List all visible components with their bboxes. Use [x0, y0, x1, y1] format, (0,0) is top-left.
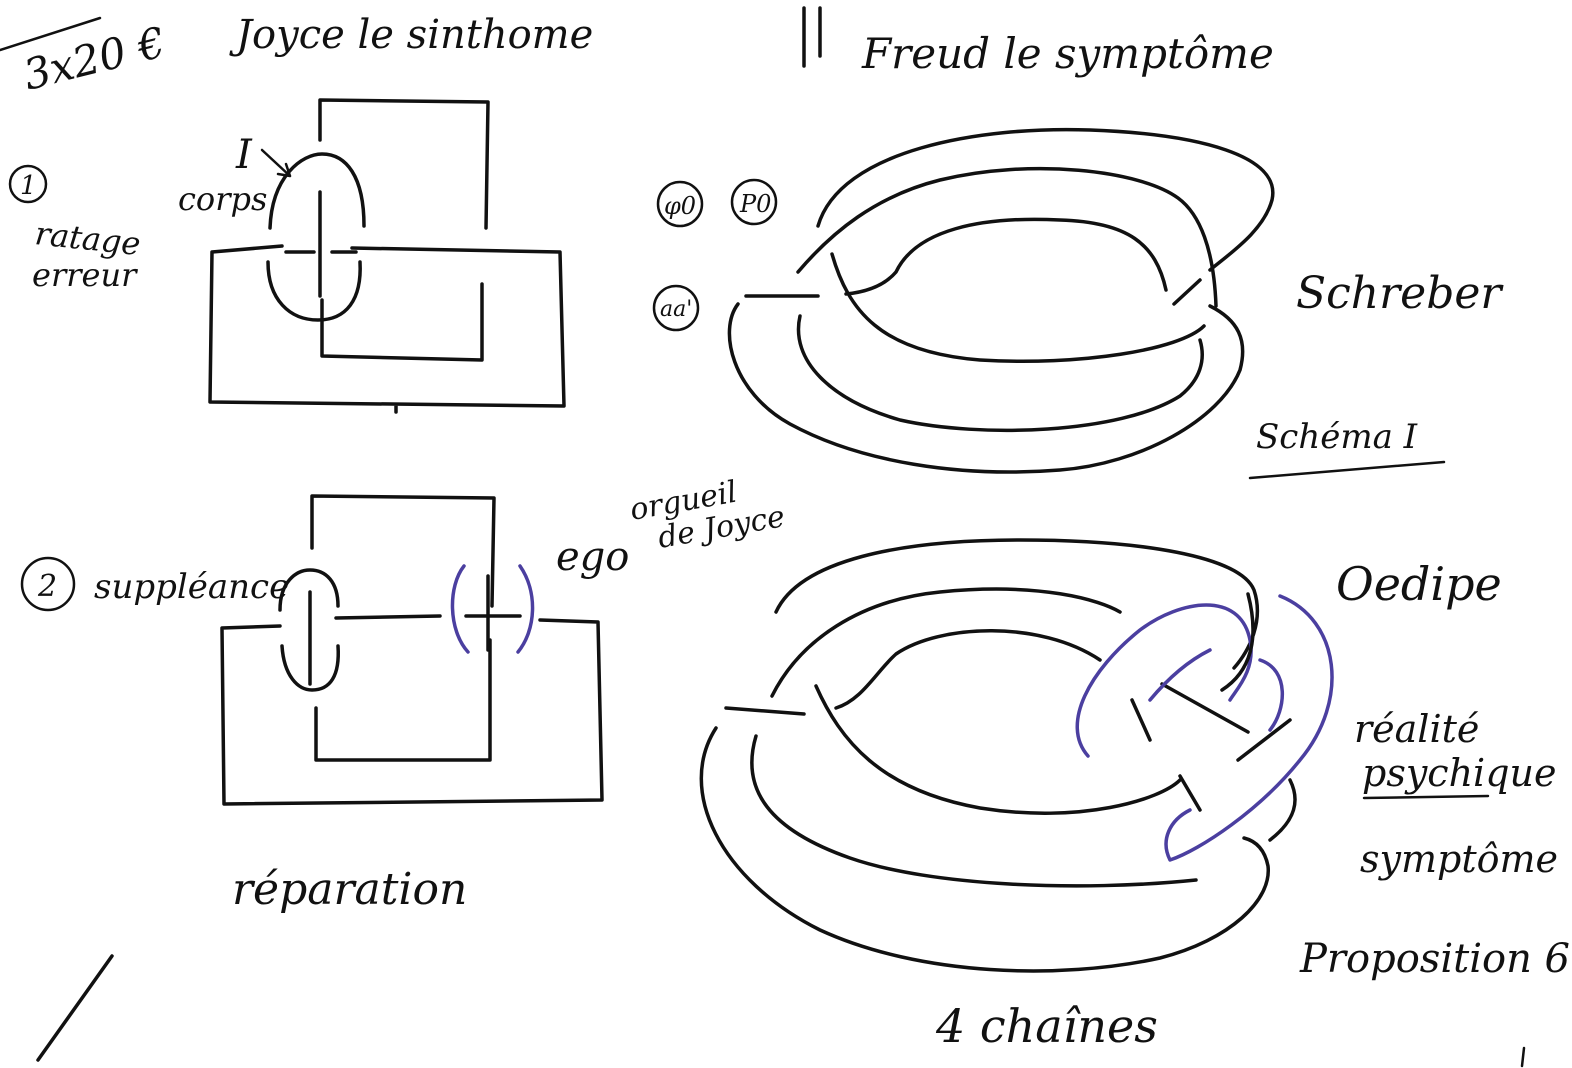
knot-top-cross [1172, 278, 1202, 306]
knot-top-inner-a [796, 166, 1218, 308]
knot-top-inner-b [830, 252, 1206, 363]
diagram-2-ego-ring-right [516, 564, 535, 654]
knot-bottom-right-arc [1220, 592, 1297, 842]
diagram-2-frame [220, 494, 604, 806]
knot-bottom-inner-b [814, 684, 1182, 815]
knot-bottom-blue-ring-b [1148, 648, 1212, 702]
knot-bottom-note-line3: symptôme [1360, 837, 1558, 881]
knot-top-ref: Schéma I [1256, 417, 1418, 457]
knot-top-lower-a [727, 294, 1245, 474]
knot-bottom-cross-1 [1130, 682, 1292, 812]
knot-oedipe: Oedipe réalité psychique symptôme 4 chaî… [699, 538, 1572, 1053]
knot-bottom-note-underline [1362, 794, 1490, 800]
knot-bottom-blue-ring-c [1164, 594, 1334, 862]
diagram-1-note-line2: erreur [32, 256, 138, 294]
knot-bottom-caption: 4 chaînes [935, 999, 1158, 1053]
separator-mark [802, 6, 822, 68]
knot-bottom-lower-a [699, 706, 1270, 973]
knot-bottom-blue-ring-d [1258, 658, 1284, 732]
diagram-2-number: 2 [37, 569, 57, 604]
knot-top-lower-b [796, 314, 1204, 433]
corner-rule [0, 16, 102, 52]
knot-top-name: Schreber [1296, 268, 1504, 319]
diagram-1: 1 ratage erreur I corps [8, 98, 566, 414]
knot-label-p: P0 [739, 190, 771, 218]
knot-top-hole [844, 217, 1168, 296]
knot-top-outer [816, 127, 1275, 272]
title-left: Joyce le sinthome [229, 12, 593, 58]
knot-label-aa: aa' [660, 297, 692, 322]
knot-bottom-outer [774, 538, 1260, 670]
diagram-1-number-circle [8, 164, 48, 204]
knot-bottom-name: Oedipe [1336, 557, 1502, 611]
diagram-2-ring-bottom [280, 644, 340, 692]
diagram-2-ring-top [278, 568, 340, 612]
diagram-1-ring-top [268, 152, 366, 230]
marker-arrow [260, 148, 292, 178]
corps-label: corps [178, 180, 267, 218]
bottom-rule-left [36, 954, 114, 1062]
diagram-1-frame [208, 98, 566, 414]
bottom-rule-right [1520, 1046, 1526, 1068]
ego-label: ego [556, 534, 629, 580]
knot-label-phi: φ0 [664, 192, 696, 220]
diagram-2-note: suppléance [94, 567, 289, 607]
diagram-2-caption: réparation [232, 864, 467, 915]
diagram-2: 2 suppléance ego orgueil de Joyce répara… [20, 475, 788, 915]
knot-schreber: φ0 P0 aa' Schreber Schéma I [652, 127, 1504, 480]
knot-bottom-inner-a [770, 587, 1122, 698]
knot-top-ref-underline [1248, 460, 1446, 480]
knot-bottom-blue-ring-a [1075, 603, 1253, 758]
knot-label-circle-p [730, 178, 778, 226]
title-right: Freud le symptôme [861, 29, 1274, 78]
price-note: 3x20 € [19, 17, 171, 99]
knot-label-circle-phi [656, 180, 704, 228]
diagram-1-marker: I [235, 132, 253, 178]
diagram-1-ring-bottom [266, 260, 362, 322]
diagram-2-ego-ring-left [450, 564, 470, 654]
knot-bottom-note-line2: psychique [1362, 751, 1557, 795]
knot-bottom-lower-b [750, 734, 1198, 888]
knot-bottom-note-line1: réalité [1354, 707, 1479, 751]
knot-bottom-hole [834, 629, 1102, 710]
diagram-2-number-circle [20, 556, 76, 612]
diagram-1-number: 1 [20, 171, 37, 201]
knot-bottom-bottom-note: Proposition 67 [1299, 936, 1572, 982]
knot-label-circle-aa [652, 284, 700, 332]
